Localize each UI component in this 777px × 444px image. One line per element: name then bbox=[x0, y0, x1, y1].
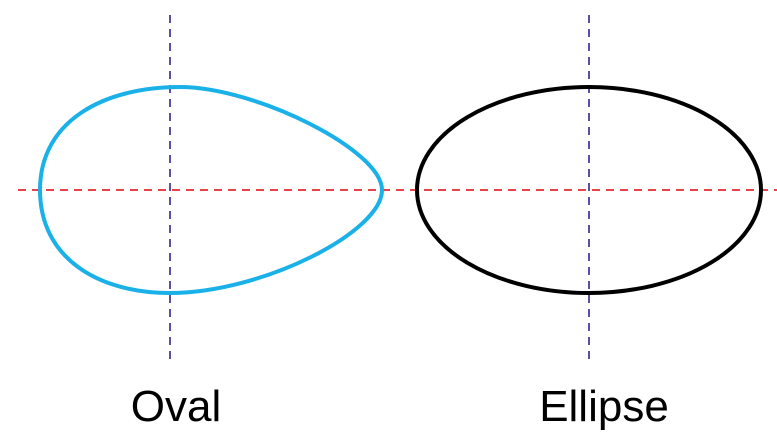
ellipse-shape bbox=[415, 85, 763, 295]
oval-shape bbox=[37, 84, 385, 296]
ellipse-label: Ellipse bbox=[539, 382, 669, 431]
oval-label: Oval bbox=[130, 382, 222, 431]
